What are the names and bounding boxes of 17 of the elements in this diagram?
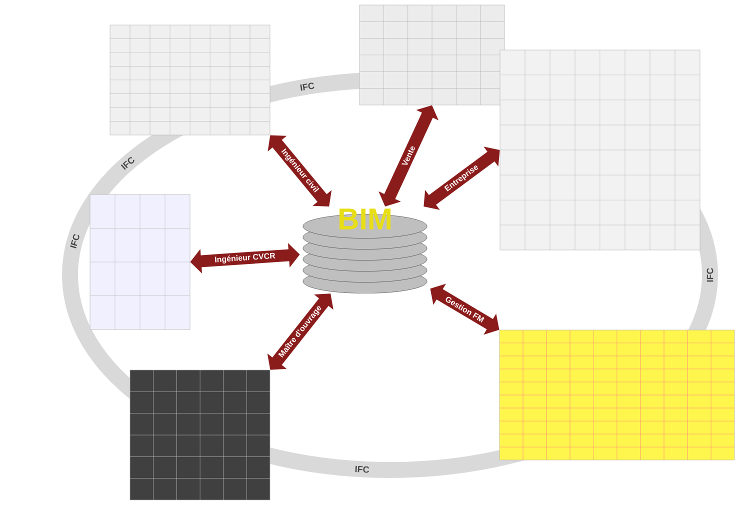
room-drawing bbox=[90, 194, 190, 330]
ring-label: IFC bbox=[120, 157, 134, 170]
ring-label: IFC bbox=[300, 82, 314, 91]
double-arrow bbox=[268, 135, 332, 206]
ring-label: IFC bbox=[706, 268, 714, 282]
double-arrow bbox=[424, 146, 500, 210]
node-label: BIM bbox=[340, 208, 390, 230]
ring-label: IFC bbox=[70, 234, 80, 248]
floor-plan-drawing bbox=[499, 330, 735, 460]
building-frame-drawing bbox=[110, 24, 270, 136]
construction-site-drawing bbox=[500, 50, 700, 250]
ring-label: IFC bbox=[355, 466, 370, 473]
edge-label: Vente bbox=[402, 146, 415, 165]
database-stack: BIM bbox=[302, 208, 428, 294]
display-panel-drawing bbox=[359, 4, 505, 106]
office-building-drawing bbox=[130, 370, 270, 500]
edge-label: Ingénieur CVCR bbox=[214, 252, 276, 264]
